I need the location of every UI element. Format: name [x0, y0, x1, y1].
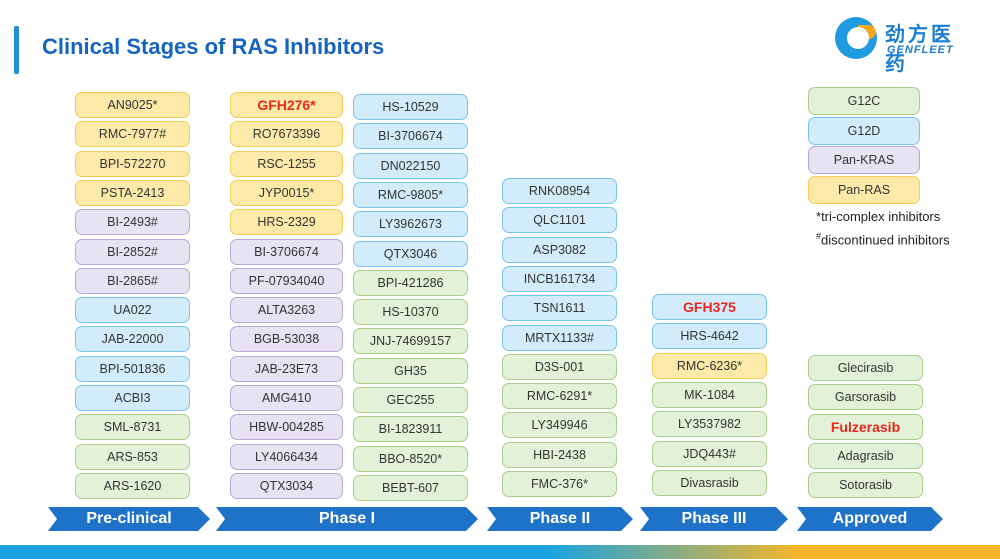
drug-qlc1101: QLC1101: [502, 207, 617, 234]
drug-qtx3034: QTX3034: [230, 472, 343, 499]
drug-ly4066434: LY4066434: [230, 443, 343, 470]
stage-arrow-pre-clinical: Pre-clinical: [48, 507, 210, 531]
drug-hs-10370: HS-10370: [353, 299, 468, 326]
drug-sotorasib: Sotorasib: [808, 472, 923, 499]
drug-bi-2852: BI-2852#: [75, 238, 190, 265]
legend-g12d: G12D: [808, 116, 920, 145]
drug-rnk08954: RNK08954: [502, 178, 617, 204]
drug-hs-10529: HS-10529: [353, 94, 468, 120]
drug-bbo-8520: BBO-8520*: [353, 445, 468, 472]
drug-rmc-6291: RMC-6291*: [502, 383, 617, 410]
drug-jyp0015: JYP0015*: [230, 179, 343, 206]
stage-arrow-phase-ii: Phase II: [487, 507, 633, 531]
drug-gfh375: GFH375: [652, 294, 767, 320]
title-accent-bar: [14, 26, 19, 74]
drug-rmc-9805: RMC-9805*: [353, 181, 468, 208]
drug-gfh276: GFH276*: [230, 92, 343, 118]
drug-bi-3706674: BI-3706674: [353, 123, 468, 150]
drug-amg410: AMG410: [230, 385, 343, 411]
drug-sml-8731: SML-8731: [75, 414, 190, 441]
drug-an9025: AN9025*: [75, 92, 190, 118]
drug-fmc-376: FMC-376*: [502, 471, 617, 497]
drug-ly3962673: LY3962673: [353, 211, 468, 238]
page-title: Clinical Stages of RAS Inhibitors: [42, 34, 385, 59]
drug-adagrasib: Adagrasib: [808, 442, 923, 469]
drug-incb161734: INCB161734: [502, 265, 617, 292]
note-tri-complex: *tri-complex inhibitors: [816, 209, 941, 224]
drug-hbw-004285: HBW-004285: [230, 414, 343, 441]
logo-english-name: GENFLEET: [887, 44, 954, 56]
drug-ly349946: LY349946: [502, 412, 617, 439]
drug-bi-1823911: BI-1823911: [353, 416, 468, 443]
drug-hbi-2438: HBI-2438: [502, 441, 617, 468]
drug-pf-07934040: PF-07934040: [230, 267, 343, 294]
drug-jnj-74699157: JNJ-74699157: [353, 328, 468, 355]
drug-bpi-572270: BPI-572270: [75, 150, 190, 177]
drug-ua022: UA022: [75, 297, 190, 324]
drug-ars-853: ARS-853: [75, 443, 190, 470]
drug-dn022150: DN022150: [353, 152, 468, 179]
drug-rmc-6236: RMC-6236*: [652, 352, 767, 379]
drug-acbi3: ACBI3: [75, 385, 190, 411]
drug-bi-2493: BI-2493#: [75, 209, 190, 236]
legend-pan-kras: Pan-KRAS: [808, 146, 920, 174]
drug-gec255: GEC255: [353, 387, 468, 413]
drug-qtx3046: QTX3046: [353, 240, 468, 267]
drug-hrs-2329: HRS-2329: [230, 209, 343, 236]
note-discontinued: #discontinued inhibitors: [816, 231, 950, 248]
drug-d3s-001: D3S-001: [502, 353, 617, 380]
drug-jab-23e73: JAB-23E73: [230, 355, 343, 382]
logo-chinese-name: 劲方医药: [885, 24, 954, 75]
drug-fulzerasib: Fulzerasib: [808, 413, 923, 440]
drug-ars-1620: ARS-1620: [75, 472, 190, 499]
drug-rsc-1255: RSC-1255: [230, 150, 343, 177]
stage-arrow-phase-iii: Phase III: [640, 507, 788, 531]
drug-bebt-607: BEBT-607: [353, 474, 468, 501]
drug-asp3082: ASP3082: [502, 236, 617, 263]
drug-mrtx1133: MRTX1133#: [502, 324, 617, 351]
drug-bpi-501836: BPI-501836: [75, 355, 190, 382]
drug-bi-3706674: BI-3706674: [230, 238, 343, 265]
drug-gh35: GH35: [353, 357, 468, 384]
drug-garsorasib: Garsorasib: [808, 384, 923, 411]
legend-pan-ras: Pan-RAS: [808, 175, 920, 204]
drug-jdq443: JDQ443#: [652, 440, 767, 467]
genfleet-logo: 劲方医药 GENFLEET: [835, 17, 975, 75]
genfleet-logo-icon: [835, 17, 877, 59]
stage-arrow-phase-i: Phase I: [216, 507, 478, 531]
bottom-stripe: [0, 545, 1000, 559]
drug-hrs-4642: HRS-4642: [652, 323, 767, 350]
drug-bgb-53038: BGB-53038: [230, 326, 343, 353]
drug-bi-2865: BI-2865#: [75, 267, 190, 294]
drug-glecirasib: Glecirasib: [808, 355, 923, 381]
drug-ro7673396: RO7673396: [230, 121, 343, 148]
drug-bpi-421286: BPI-421286: [353, 269, 468, 296]
drug-jab-22000: JAB-22000: [75, 326, 190, 353]
drug-alta3263: ALTA3263: [230, 297, 343, 324]
legend-g12c: G12C: [808, 87, 920, 115]
drug-divasrasib: Divasrasib: [652, 469, 767, 496]
drug-psta-2413: PSTA-2413: [75, 179, 190, 206]
drug-ly3537982: LY3537982: [652, 411, 767, 438]
drug-tsn1611: TSN1611: [502, 295, 617, 322]
drug-mk-1084: MK-1084: [652, 381, 767, 408]
drug-rmc-7977: RMC-7977#: [75, 121, 190, 148]
stage-arrow-approved: Approved: [797, 507, 943, 531]
